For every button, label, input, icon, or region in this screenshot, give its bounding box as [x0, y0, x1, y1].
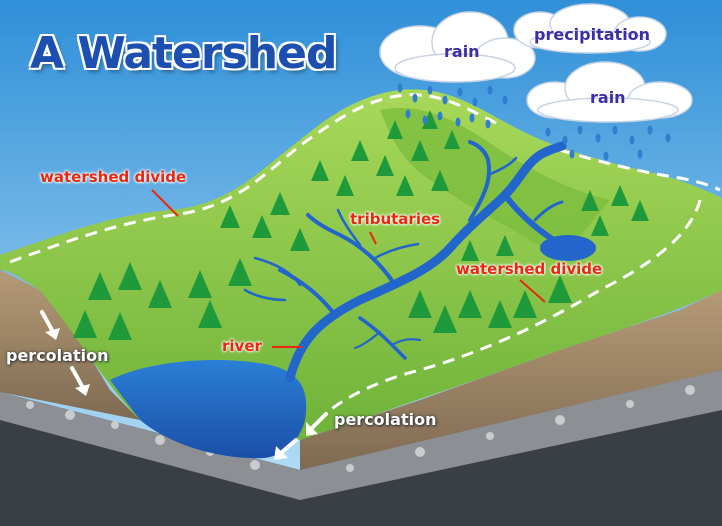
lake — [110, 360, 307, 459]
trees — [73, 110, 649, 340]
label-percolation-right: percolation — [334, 410, 437, 429]
label-tributaries: tributaries — [350, 210, 441, 228]
leader-lines — [151, 189, 546, 348]
river-branch-pond — [502, 192, 563, 247]
label-watershed-divide-left: watershed divide — [40, 168, 187, 186]
divide-line-right — [329, 148, 721, 412]
raindrops — [397, 83, 671, 161]
cloud-rain-right — [526, 61, 693, 123]
tributaries — [243, 140, 564, 360]
soil-right — [300, 290, 722, 470]
soil-left — [0, 270, 140, 420]
percolation-arrows — [40, 310, 328, 460]
cloud-rain-left — [379, 11, 536, 83]
label-rain-right: rain — [590, 88, 626, 107]
label-watershed-divide-right: watershed divide — [456, 260, 603, 278]
divide-line-left — [9, 93, 501, 264]
page-title: A Watershed — [30, 28, 337, 79]
label-rain-left: rain — [444, 42, 480, 61]
cloud-precipitation — [513, 3, 667, 54]
label-percolation-left: percolation — [6, 346, 109, 365]
gravel-layer — [0, 370, 722, 500]
label-precipitation: precipitation — [534, 25, 651, 44]
label-river: river — [222, 337, 262, 355]
hill-shade — [380, 108, 610, 260]
bedrock-base — [0, 370, 722, 526]
